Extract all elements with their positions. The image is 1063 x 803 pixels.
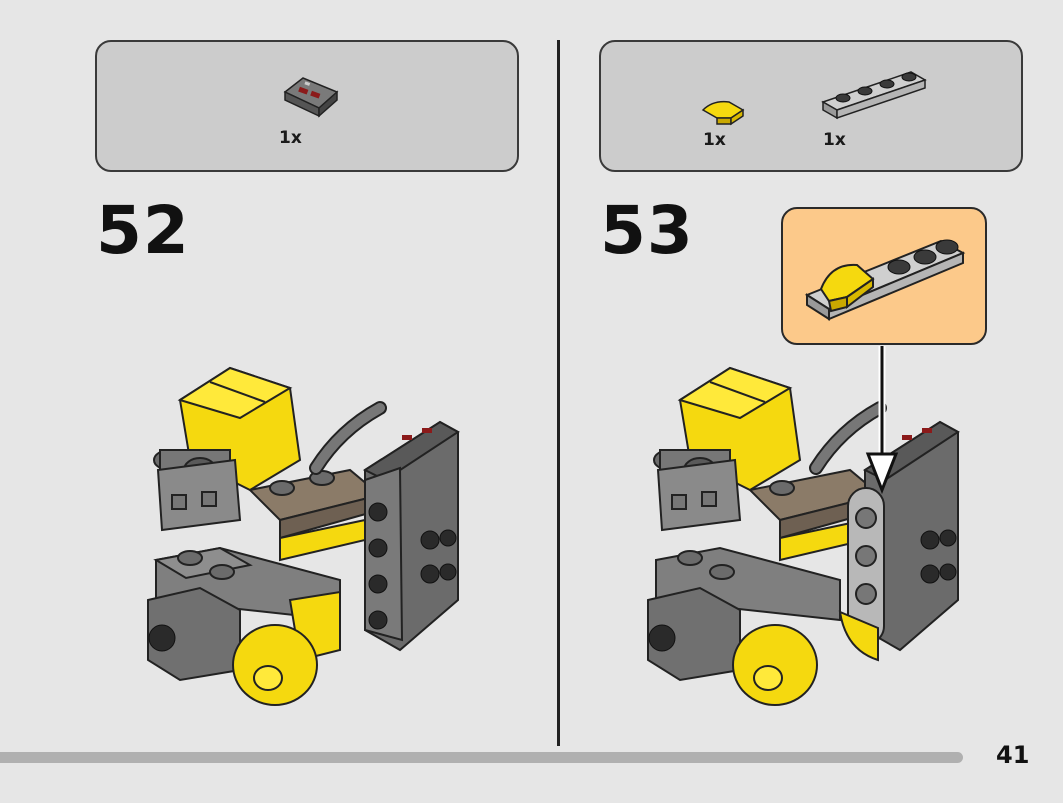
- step-divider: [557, 40, 560, 746]
- step-number-52: 52: [96, 192, 190, 269]
- yellow-quarter-round-tile-icon: [701, 100, 745, 126]
- part-quantity: 1x: [279, 128, 302, 148]
- step-number-53: 53: [600, 192, 694, 269]
- build-illustration-step-53: [647, 366, 960, 706]
- parts-list-step-53: 1x 1x: [599, 40, 1023, 172]
- page-number: 41: [996, 741, 1030, 769]
- placement-arrow: [865, 346, 899, 495]
- sub-assembly-callout: [781, 207, 987, 345]
- build-illustration-step-52: [147, 366, 460, 706]
- sub-assembly-icon: [804, 239, 966, 321]
- progress-bar: [0, 752, 963, 763]
- part-quantity: 1x: [823, 130, 846, 150]
- dark-grey-slope-tile-icon: [283, 77, 339, 118]
- part-quantity: 1x: [703, 130, 726, 150]
- grey-1x4-plate-icon: [821, 71, 927, 120]
- parts-list-step-52: 1x: [95, 40, 519, 172]
